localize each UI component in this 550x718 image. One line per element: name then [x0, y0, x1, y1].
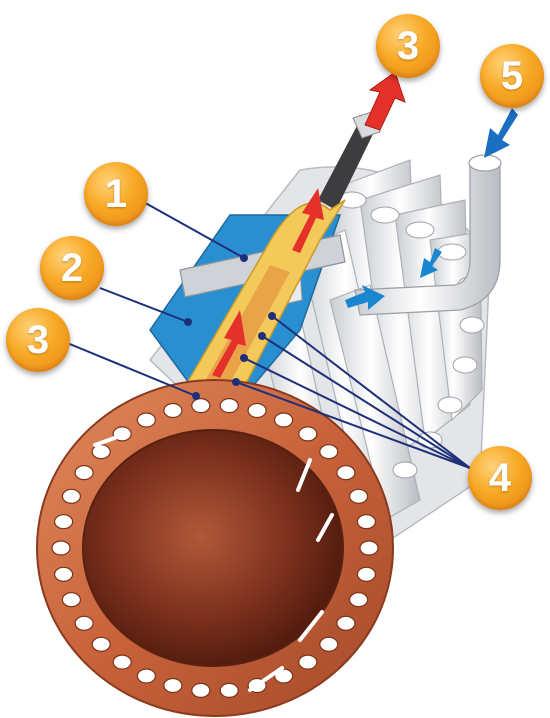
cooling-hole [55, 567, 73, 581]
cooling-hole [137, 669, 155, 683]
cooling-hole [350, 593, 368, 607]
cooling-hole [164, 679, 182, 693]
cooling-hole [113, 655, 131, 669]
callout-4-badge: 4 [468, 446, 532, 510]
cooling-hole [320, 445, 338, 459]
cooling-hole [62, 489, 80, 503]
cooling-hole [299, 655, 317, 669]
callout-2-badge: 2 [40, 236, 104, 300]
callout-5-badge: 5 [480, 44, 544, 108]
callout-1-badge: 1 [84, 162, 148, 226]
inlet-arrow-icon [484, 108, 518, 158]
copper-ring [37, 380, 393, 716]
cooling-hole [350, 489, 368, 503]
cooling-hole [192, 399, 210, 413]
outlet-arrow-icon [365, 72, 405, 130]
cooling-hole [55, 515, 73, 529]
cooling-hole [299, 427, 317, 441]
cooling-hole [220, 399, 238, 413]
cooling-hole [52, 541, 70, 555]
cooling-hole [275, 413, 293, 427]
cooling-hole [357, 567, 375, 581]
callout-3-left-badge: 3 [6, 308, 70, 372]
cooling-hole [75, 616, 93, 630]
cooling-hole [92, 637, 110, 651]
cooling-hole [248, 404, 266, 418]
cooling-hole [75, 466, 93, 480]
cooling-hole [220, 683, 238, 697]
cooling-hole [137, 413, 155, 427]
callout-3-top-badge: 3 [376, 14, 440, 78]
cooling-hole [320, 637, 338, 651]
cooling-hole [337, 616, 355, 630]
cooling-hole [192, 683, 210, 697]
cooling-hole [62, 593, 80, 607]
cooling-hole [360, 541, 378, 555]
cooling-hole [357, 515, 375, 529]
cooling-hole [164, 404, 182, 418]
cooling-hole [337, 466, 355, 480]
